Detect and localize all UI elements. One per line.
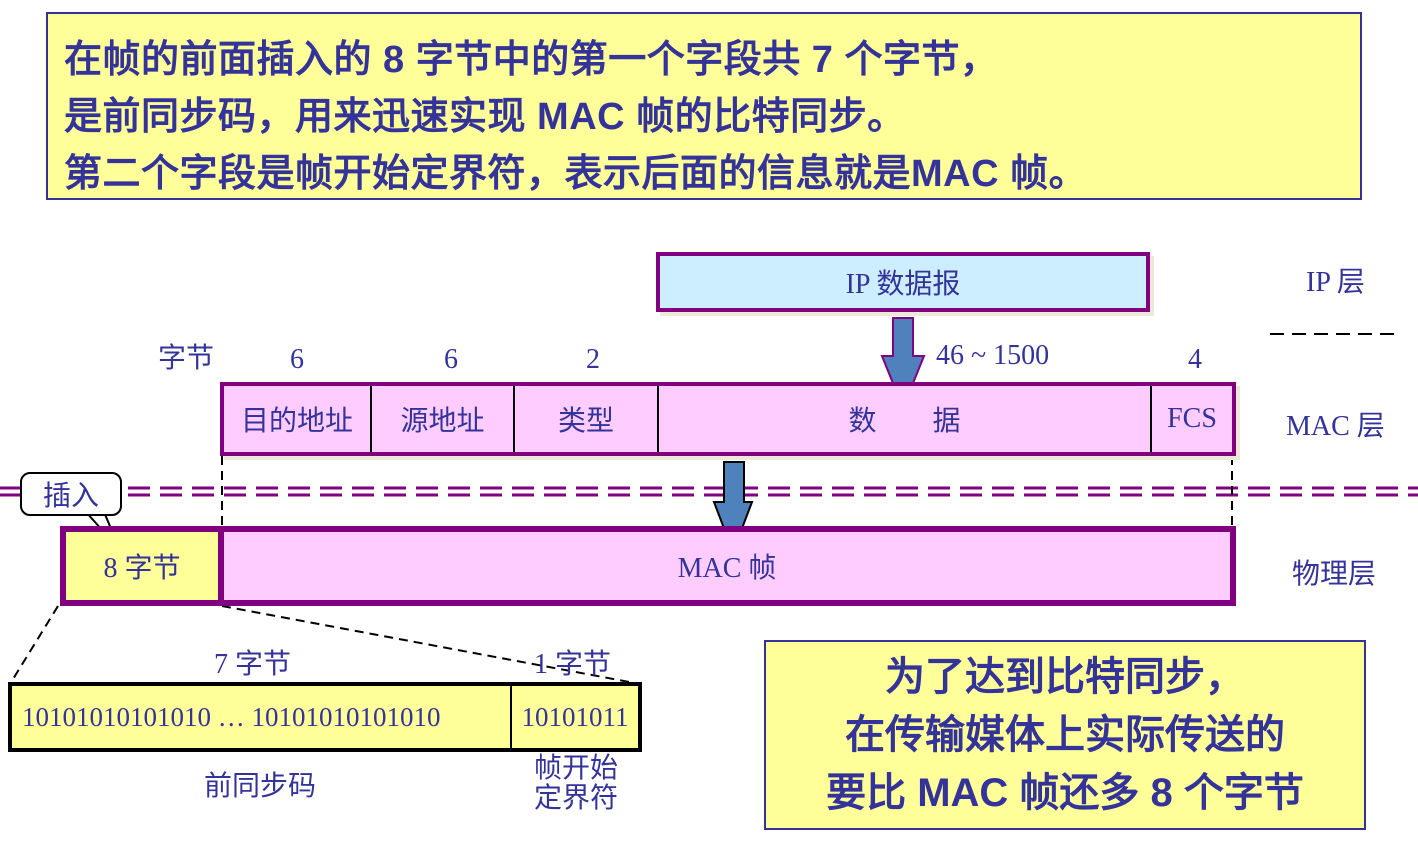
preamble-8byte-box: 8 字节 [60, 526, 224, 606]
bytes-data: 46 ~ 1500 [936, 340, 1050, 371]
top-note-line-2: 是前同步码，用来迅速实现 MAC 帧的比特同步。 [64, 96, 906, 138]
field-type: 类型 [515, 386, 659, 452]
physical-layer-label: 物理层 [1292, 559, 1377, 590]
sfd-caption: 帧开始 定界符 [534, 754, 618, 814]
preamble-bytes-label: 7 字节 [214, 649, 292, 680]
preamble-caption: 前同步码 [204, 771, 317, 802]
top-note-line-3: 第二个字段是帧开始定界符，表示后面的信息就是MAC 帧。 [64, 153, 1088, 195]
sfd-caption-line-2: 定界符 [534, 783, 619, 814]
mac-frame-label: MAC 帧 [677, 553, 777, 584]
ip-layer-label: IP 层 [1306, 267, 1365, 298]
bottom-note-box: 为了达到比特同步， 在传输媒体上实际传送的 要比 MAC 帧还多 8 个字节 [764, 640, 1366, 830]
bytes-type: 2 [586, 344, 600, 375]
zoom-line-left [9, 605, 59, 685]
bottom-note-line-1: 为了达到比特同步， [885, 655, 1245, 699]
sfd-bytes-label: 1 字节 [534, 649, 612, 680]
mac-layer-label: MAC 层 [1286, 411, 1385, 442]
ip-datagram-box: IP 数据报 [656, 252, 1150, 312]
preamble-bits-box: 10101010101010 … 10101010101010 10101011 [8, 682, 642, 752]
field-data: 数 据 [659, 386, 1152, 452]
bottom-note-line-3: 要比 MAC 帧还多 8 个字节 [826, 771, 1304, 815]
preamble-bits: 10101010101010 … 10101010101010 [12, 686, 512, 748]
insert-callout-label: 插入 [42, 481, 99, 512]
bottom-note-line-2: 在传输媒体上实际传送的 [845, 713, 1285, 757]
field-fcs: FCS [1167, 403, 1217, 434]
sfd-caption-line-1: 帧开始 [534, 753, 619, 784]
bytes-fcs: 4 [1188, 344, 1202, 375]
mac-frame-fields: 目的地址 源地址 类型 数 据 FCS [220, 382, 1236, 456]
preamble-8byte-label: 8 字节 [103, 553, 181, 584]
field-dest-addr: 目的地址 [224, 386, 372, 452]
mac-frame-box: MAC 帧 [218, 526, 1236, 606]
bytes-src: 6 [444, 344, 458, 375]
sfd-bits: 10101011 [521, 701, 629, 732]
top-note-line-1: 在帧的前面插入的 8 字节中的第一个字段共 7 个字节， [64, 39, 999, 81]
ip-datagram-label: IP 数据报 [845, 269, 961, 300]
bytes-heading: 字节 [158, 343, 215, 374]
zoom-line-right [221, 605, 641, 685]
bytes-dest: 6 [290, 344, 304, 375]
field-src-addr: 源地址 [372, 386, 515, 452]
top-note-box: 在帧的前面插入的 8 字节中的第一个字段共 7 个字节， 是前同步码，用来迅速实… [46, 12, 1362, 200]
insert-callout: 插入 [20, 472, 122, 516]
mac-physical-separator [0, 486, 1418, 497]
